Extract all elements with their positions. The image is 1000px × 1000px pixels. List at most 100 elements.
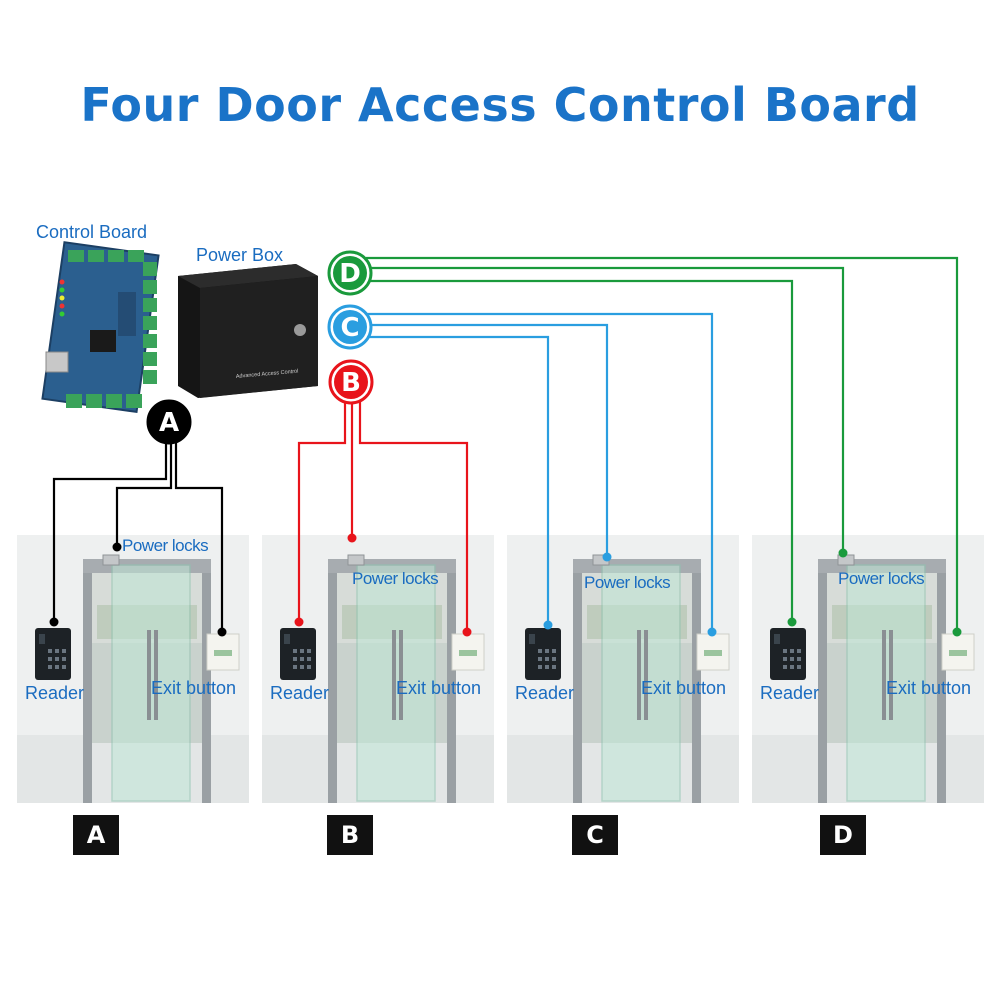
door-scene-d (752, 535, 984, 803)
door-handle (889, 630, 893, 720)
reader-key (783, 649, 787, 653)
hub-badge-a: A (146, 399, 192, 445)
frame-left (818, 563, 827, 803)
reader-key (307, 649, 311, 653)
lock-icon (294, 324, 306, 336)
hub-fill (334, 365, 368, 399)
door-tag-d: D (820, 815, 866, 855)
terminal-block (108, 250, 124, 262)
reader-key (797, 657, 801, 661)
hub-letter: D (339, 259, 361, 289)
power-locks-label: Power locks (584, 573, 671, 592)
control-board-label: Control Board (36, 222, 148, 242)
wire-b-exit (358, 401, 469, 632)
exit-button-device (459, 650, 477, 656)
hub-letter: A (159, 408, 179, 438)
reader-key (783, 657, 787, 661)
terminal-block (128, 250, 144, 262)
wire-end-dot (602, 552, 612, 562)
power-locks-label: Power locks (122, 536, 209, 555)
wire-end-dot (787, 617, 797, 627)
reader-key (293, 657, 297, 661)
reader-key (545, 649, 549, 653)
reader-label: Reader (515, 683, 575, 703)
wire-c-reader (366, 335, 550, 625)
power-box-top (178, 264, 318, 288)
terminal-block (143, 316, 157, 330)
reader-key (552, 649, 556, 653)
relay (118, 292, 136, 336)
door-tag-a: A (73, 815, 119, 855)
reader-key (55, 649, 59, 653)
wire-a-lock (115, 443, 173, 547)
reader-key (552, 665, 556, 669)
wire-end-dot (217, 627, 227, 637)
hub-badge-c: C (327, 304, 373, 350)
reader-key (538, 649, 542, 653)
reader-key (797, 649, 801, 653)
terminal-block (143, 334, 157, 348)
hub-letter: B (341, 368, 361, 398)
wire-c-lock (366, 323, 609, 557)
wire-d-exit (366, 256, 959, 632)
wire-end-dot (543, 620, 553, 630)
reader-key (293, 665, 297, 669)
power-box-label: Power Box (196, 245, 284, 265)
reader-key (307, 657, 311, 661)
reader-label: Reader (760, 683, 820, 703)
terminal-block (143, 262, 157, 276)
door-tag-c: C (572, 815, 618, 855)
led (59, 295, 65, 301)
exit-button-device (949, 650, 967, 656)
wire-d-reader (366, 279, 794, 622)
exit-button-label: Exit button (151, 678, 237, 698)
reader-key (783, 665, 787, 669)
reader-key (538, 665, 542, 669)
terminal-block (66, 394, 82, 408)
reader-key (545, 657, 549, 661)
frame-right (447, 563, 456, 803)
wire-end-dot (462, 627, 472, 637)
door-handle (154, 630, 158, 720)
door-handle (147, 630, 151, 720)
reader-key (39, 634, 45, 644)
led (59, 287, 65, 293)
reader-key (790, 657, 794, 661)
hub-fill (333, 256, 367, 290)
wire-end-dot (952, 627, 962, 637)
hub-fill (152, 405, 186, 439)
reader-key (538, 657, 542, 661)
chip (90, 330, 116, 352)
frame-left (328, 563, 337, 803)
reader-key (797, 665, 801, 669)
reader-key (529, 634, 535, 644)
wire-end-dot (838, 548, 848, 558)
led (59, 311, 65, 317)
reader-key (300, 665, 304, 669)
reader-key (300, 657, 304, 661)
door-handle (392, 630, 396, 720)
door-handle (399, 630, 403, 720)
exit-button-device (704, 650, 722, 656)
hub-fill (333, 310, 367, 344)
terminal-block (88, 250, 104, 262)
reader-key (300, 649, 304, 653)
wire-d-lock (366, 266, 845, 553)
wire-end-dot (707, 627, 717, 637)
reader-key (62, 649, 66, 653)
reader-key (55, 665, 59, 669)
wire-end-dot (294, 617, 304, 627)
frame-right (692, 563, 701, 803)
reader-key (774, 634, 780, 644)
reader-key (62, 657, 66, 661)
led (59, 303, 65, 309)
door-scene-b (262, 535, 494, 803)
power-box-text: Advanced Access Control (236, 369, 299, 380)
door-handle (644, 630, 648, 720)
wire-end-dot (347, 533, 357, 543)
hub-badge-b: B (328, 359, 374, 405)
power-box-front (200, 276, 318, 398)
reader-label: Reader (25, 683, 85, 703)
door-scene-a (17, 535, 249, 803)
frame-left (83, 563, 92, 803)
